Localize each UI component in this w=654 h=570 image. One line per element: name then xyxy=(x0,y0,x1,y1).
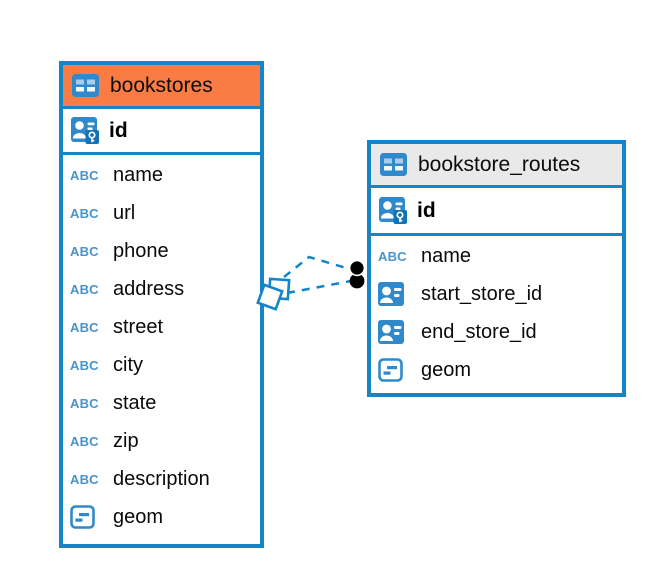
column-name: end_store_id xyxy=(421,320,537,343)
column-row[interactable]: ABC name xyxy=(371,237,622,275)
column-name: phone xyxy=(113,239,169,262)
column-row[interactable]: ABC city xyxy=(63,346,260,384)
text-type-icon: ABC xyxy=(70,243,99,259)
column-row[interactable]: ABC street xyxy=(63,308,260,346)
text-type-icon: ABC xyxy=(70,319,99,335)
column-row[interactable]: ABC address xyxy=(63,270,260,308)
column-name: description xyxy=(113,467,210,490)
column-name: address xyxy=(113,277,185,300)
column-name: name xyxy=(113,163,164,186)
column-row[interactable]: ABC zip xyxy=(63,422,260,460)
column-name: zip xyxy=(113,429,139,452)
text-type-icon: ABC xyxy=(70,281,99,297)
relationship-line-lower[interactable] xyxy=(286,279,352,295)
primary-key-icon xyxy=(71,117,99,144)
column-name: city xyxy=(113,353,143,376)
column-row[interactable]: ABC description xyxy=(63,460,260,498)
geometry-type-icon xyxy=(378,358,411,382)
primary-key-row[interactable]: id xyxy=(63,109,260,155)
table-icon xyxy=(380,153,407,176)
column-row[interactable]: ABC url xyxy=(63,194,260,232)
text-type-icon: ABC xyxy=(70,395,99,411)
connector-endpoint-dot[interactable] xyxy=(348,259,366,277)
text-type-icon: ABC xyxy=(70,471,99,487)
column-name: geom xyxy=(421,358,472,381)
column-row[interactable]: end_store_id xyxy=(371,313,622,351)
text-type-icon: ABC xyxy=(70,357,99,373)
column-name: geom xyxy=(113,505,164,528)
connector-endpoint-dot[interactable] xyxy=(349,273,365,289)
table-title: bookstore_routes xyxy=(418,152,581,176)
table-header[interactable]: bookstore_routes xyxy=(371,144,622,188)
column-row[interactable]: geom xyxy=(371,351,622,389)
text-type-icon: ABC xyxy=(70,205,99,221)
column-row[interactable]: start_store_id xyxy=(371,275,622,313)
column-row[interactable]: geom xyxy=(63,498,260,536)
primary-key-icon xyxy=(379,197,407,224)
text-type-icon: ABC xyxy=(70,167,99,183)
column-name: start_store_id xyxy=(421,282,543,305)
column-row[interactable]: ABC phone xyxy=(63,232,260,270)
column-row[interactable]: ABC name xyxy=(63,156,260,194)
table-header[interactable]: bookstores xyxy=(63,65,260,109)
text-type-icon: ABC xyxy=(378,248,407,264)
column-name: url xyxy=(113,201,136,224)
primary-key-name: id xyxy=(417,198,436,222)
reference-type-icon xyxy=(378,282,411,306)
text-type-icon: ABC xyxy=(70,433,99,449)
column-name: street xyxy=(113,315,164,338)
primary-key-name: id xyxy=(109,118,128,142)
relationship-line-upper[interactable] xyxy=(283,255,354,278)
primary-key-row[interactable]: id xyxy=(371,188,622,236)
column-name: name xyxy=(421,244,472,267)
table-icon xyxy=(72,74,99,97)
column-row[interactable]: ABC state xyxy=(63,384,260,422)
geometry-type-icon xyxy=(70,505,103,529)
table-bookstore-routes[interactable]: bookstore_routes id ABC name start_store_i… xyxy=(367,140,626,397)
reference-type-icon xyxy=(378,320,411,344)
column-name: state xyxy=(113,391,157,414)
table-title: bookstores xyxy=(110,73,213,97)
